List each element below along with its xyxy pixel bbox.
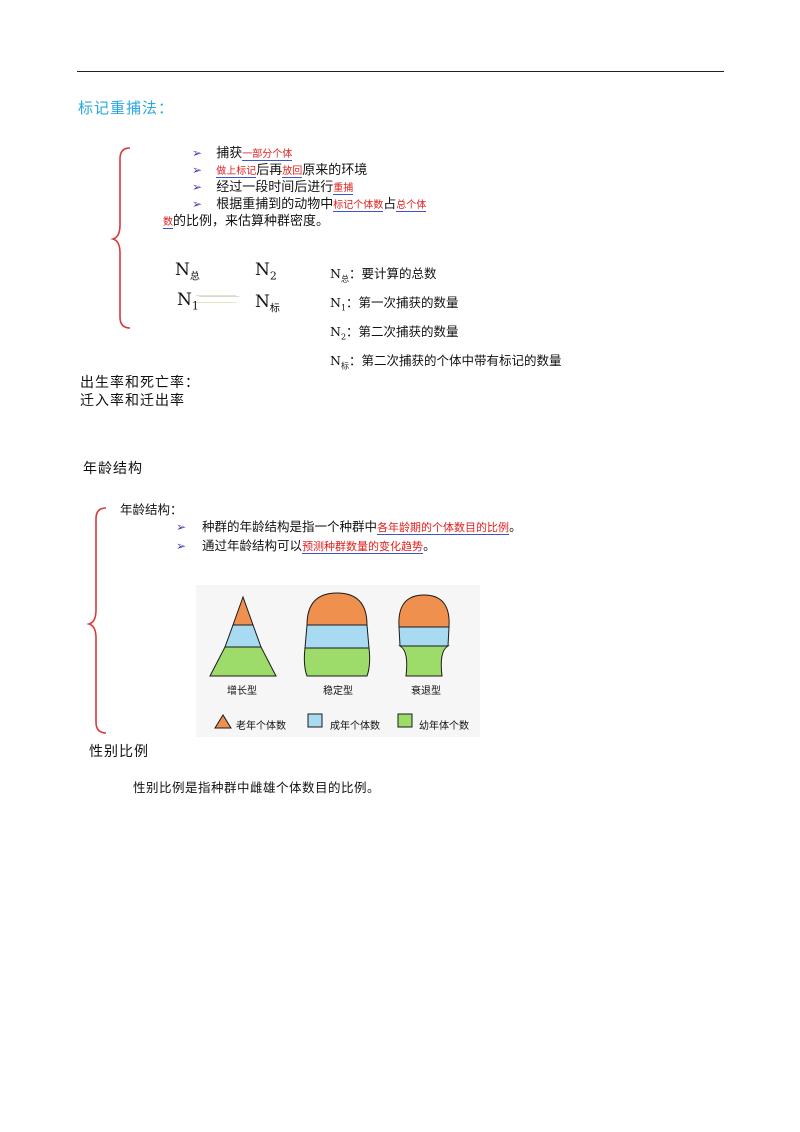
- curly-brace-icon: [110, 147, 131, 329]
- age-heading: 年龄结构: [83, 461, 143, 477]
- legend-n1: N1：第一次捕获的数量: [330, 295, 459, 313]
- birth-death-rate: 出生率和死亡率：: [80, 375, 200, 391]
- legend-n2: N2：第二次捕获的数量: [330, 324, 459, 342]
- sex-ratio-heading: 性别比例: [89, 744, 149, 760]
- legend-total: N总：要计算的总数: [330, 266, 437, 284]
- formula-n-mark: N标: [255, 292, 280, 315]
- shape-label-stable: 稳定型: [323, 686, 353, 697]
- age-structure-figure: [196, 585, 480, 737]
- fraction-bar: [199, 296, 239, 297]
- bullet-arrow-icon: ➢: [176, 539, 187, 553]
- mr-bullet-1: ➢ 捕获一部分个体: [192, 146, 293, 161]
- shape-label-declining: 衰退型: [411, 686, 441, 697]
- top-rule: [77, 71, 724, 72]
- formula-n2: N2: [255, 260, 277, 283]
- mr-bullet-4: ➢ 根据重捕到的动物中标记个体数占总个体: [192, 197, 427, 212]
- legend-adult-swatch: [307, 713, 323, 728]
- stable-pyramid: [303, 592, 371, 677]
- migration-rate: 迁入率和迁出率: [80, 393, 185, 409]
- curly-brace-icon: [86, 507, 107, 734]
- declining-pyramid: [398, 594, 450, 677]
- formula-equals: [196, 295, 236, 303]
- heading-mark-recapture: 标记重捕法：: [78, 99, 175, 117]
- shape-label-growth: 增长型: [227, 686, 257, 697]
- bullet-arrow-icon: ➢: [192, 180, 203, 194]
- formula-n-total: N总: [175, 260, 200, 283]
- bullet-arrow-icon: ➢: [176, 520, 187, 534]
- legend-young-label: 幼年体个数: [419, 721, 469, 732]
- growth-pyramid: [209, 595, 277, 677]
- bullet-arrow-icon: ➢: [192, 146, 203, 160]
- legend-young-swatch: [397, 713, 413, 728]
- mr-bullet-2: ➢ 做上标记后再放回原来的环境: [192, 163, 368, 178]
- age-bullet-1: ➢ 种群的年龄结构是指一个种群中各年龄期的个体数目的比例。: [176, 519, 522, 535]
- formula-n1: N1: [177, 290, 199, 313]
- age-label: 年龄结构：: [120, 502, 183, 517]
- bullet-arrow-icon: ➢: [192, 197, 203, 211]
- sex-ratio-text: 性别比例是指种群中雌雄个体数目的比例。: [133, 780, 381, 795]
- legend-old-label: 老年个体数: [236, 721, 286, 732]
- legend-adult-label: 成年个体数: [330, 721, 380, 732]
- bullet-arrow-icon: ➢: [192, 163, 203, 177]
- legend-n-mark: N标：第二次捕获的个体中带有标记的数量: [330, 353, 562, 371]
- age-bullet-2: ➢ 通过年龄结构可以预测种群数量的变化趋势。: [176, 538, 436, 554]
- mr-bullet-3: ➢ 经过一段时间后进行重捕: [192, 180, 354, 195]
- mr-bullet-4-cont: 数的比例，来估算种群密度。: [163, 214, 330, 229]
- legend-old-swatch: [214, 714, 232, 729]
